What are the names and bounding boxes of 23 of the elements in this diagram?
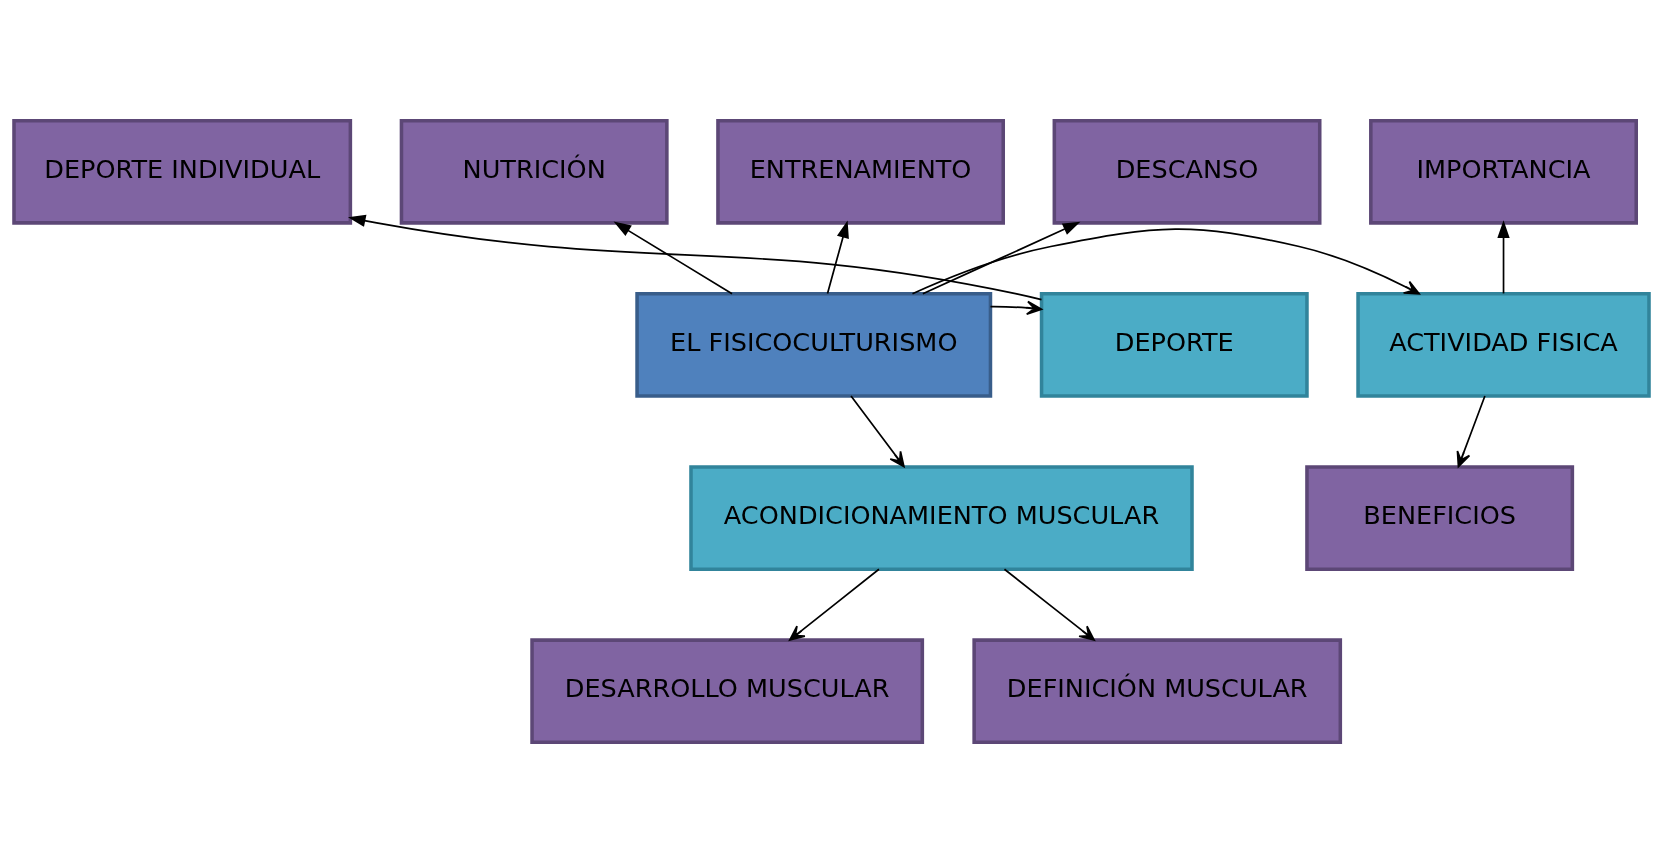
arrow [347, 214, 1043, 301]
node-box: DEPORTE [1039, 292, 1309, 398]
arrow [1497, 220, 1510, 295]
node-box: ACONDICIONAMIENTO MUSCULAR [689, 465, 1194, 571]
arrow [1003, 568, 1095, 641]
node-box: NUTRICIÓN [399, 118, 669, 225]
node-box: ENTRENAMIENTO [716, 118, 1005, 225]
arrow [613, 221, 733, 295]
arrow [789, 568, 880, 641]
node-box: BENEFICIOS [1305, 465, 1575, 571]
node-box: DESCANSO [1052, 118, 1322, 225]
node-box: EL FISICOCULTURISMO [635, 292, 993, 398]
node-box: IMPORTANCIA [1369, 118, 1638, 225]
arrow [1456, 395, 1486, 468]
arrow [850, 395, 905, 468]
node-box: DEPORTE INDIVIDUAL [12, 118, 353, 225]
arrow [826, 220, 849, 295]
arrow [989, 300, 1043, 316]
arrow [922, 221, 1081, 295]
node-box: DEFINICIÓN MUSCULAR [972, 638, 1343, 745]
arrow [911, 228, 1420, 295]
node-box: DESARROLLO MUSCULAR [530, 638, 925, 745]
node-box: ACTIVIDAD FISICA [1356, 292, 1651, 398]
